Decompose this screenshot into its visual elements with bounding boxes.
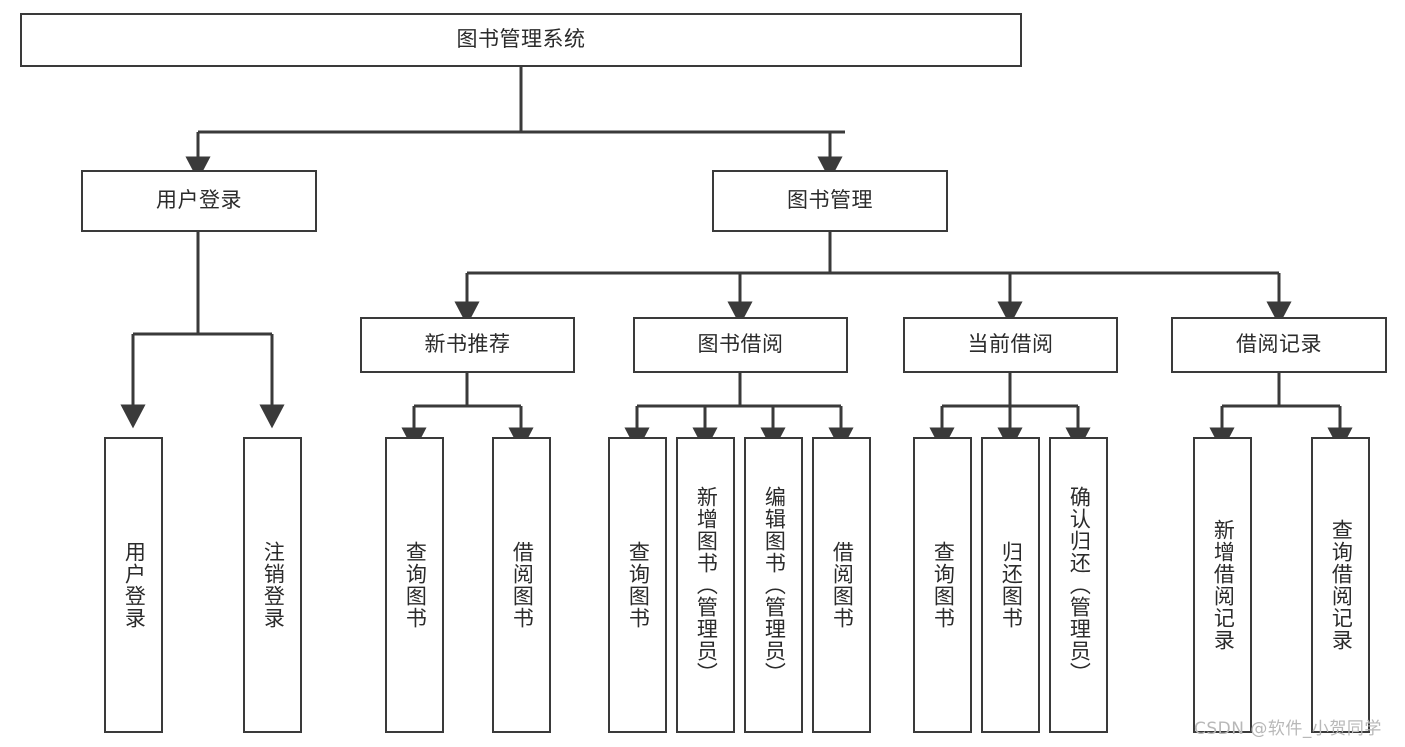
- node-label: 新增图书（管理员）: [694, 486, 719, 684]
- node-current-borrow[interactable]: 当前借阅: [903, 317, 1118, 373]
- node-label: 归还图书: [999, 541, 1024, 629]
- node-root-system[interactable]: 图书管理系统: [20, 13, 1022, 67]
- node-label: 借阅记录: [1236, 332, 1322, 357]
- node-label: 查询图书: [403, 541, 428, 629]
- node-label: 用户登录: [156, 188, 242, 213]
- node-label: 查询图书: [626, 541, 651, 629]
- leaf-query-book-borrow[interactable]: 查询图书: [608, 437, 667, 733]
- node-borrow-records[interactable]: 借阅记录: [1171, 317, 1387, 373]
- leaf-query-book-recommend[interactable]: 查询图书: [385, 437, 444, 733]
- node-label: 图书管理: [787, 188, 873, 213]
- leaf-query-book-current[interactable]: 查询图书: [913, 437, 972, 733]
- leaf-query-borrow-record[interactable]: 查询借阅记录: [1311, 437, 1370, 733]
- node-label: 借阅图书: [510, 541, 535, 629]
- node-label: 新增借阅记录: [1211, 519, 1236, 651]
- node-book-borrow[interactable]: 图书借阅: [633, 317, 848, 373]
- node-label: 确认归还（管理员）: [1067, 486, 1092, 684]
- watermark: CSDN @软件_小贺同学: [1194, 719, 1382, 739]
- node-label: 图书管理系统: [456, 27, 586, 52]
- node-label: 查询图书: [931, 541, 956, 629]
- leaf-return-book[interactable]: 归还图书: [981, 437, 1040, 733]
- node-label: 编辑图书（管理员）: [762, 486, 787, 684]
- node-label: 当前借阅: [967, 332, 1054, 357]
- leaf-borrow-book[interactable]: 借阅图书: [812, 437, 871, 733]
- node-new-book-recommend[interactable]: 新书推荐: [360, 317, 575, 373]
- leaf-edit-book-admin[interactable]: 编辑图书（管理员）: [744, 437, 803, 733]
- leaf-confirm-return-admin[interactable]: 确认归还（管理员）: [1049, 437, 1108, 733]
- leaf-logout[interactable]: 注销登录: [243, 437, 302, 733]
- node-label: 图书借阅: [697, 332, 784, 357]
- leaf-add-book-admin[interactable]: 新增图书（管理员）: [676, 437, 735, 733]
- node-label: 注销登录: [261, 541, 286, 629]
- leaf-borrow-book-recommend[interactable]: 借阅图书: [492, 437, 551, 733]
- node-label: 查询借阅记录: [1329, 519, 1354, 651]
- leaf-user-login[interactable]: 用户登录: [104, 437, 163, 733]
- node-label: 借阅图书: [830, 541, 855, 629]
- node-label: 新书推荐: [424, 332, 511, 357]
- node-user-login[interactable]: 用户登录: [81, 170, 317, 232]
- node-label: 用户登录: [122, 541, 147, 629]
- node-book-management[interactable]: 图书管理: [712, 170, 948, 232]
- leaf-add-borrow-record[interactable]: 新增借阅记录: [1193, 437, 1252, 733]
